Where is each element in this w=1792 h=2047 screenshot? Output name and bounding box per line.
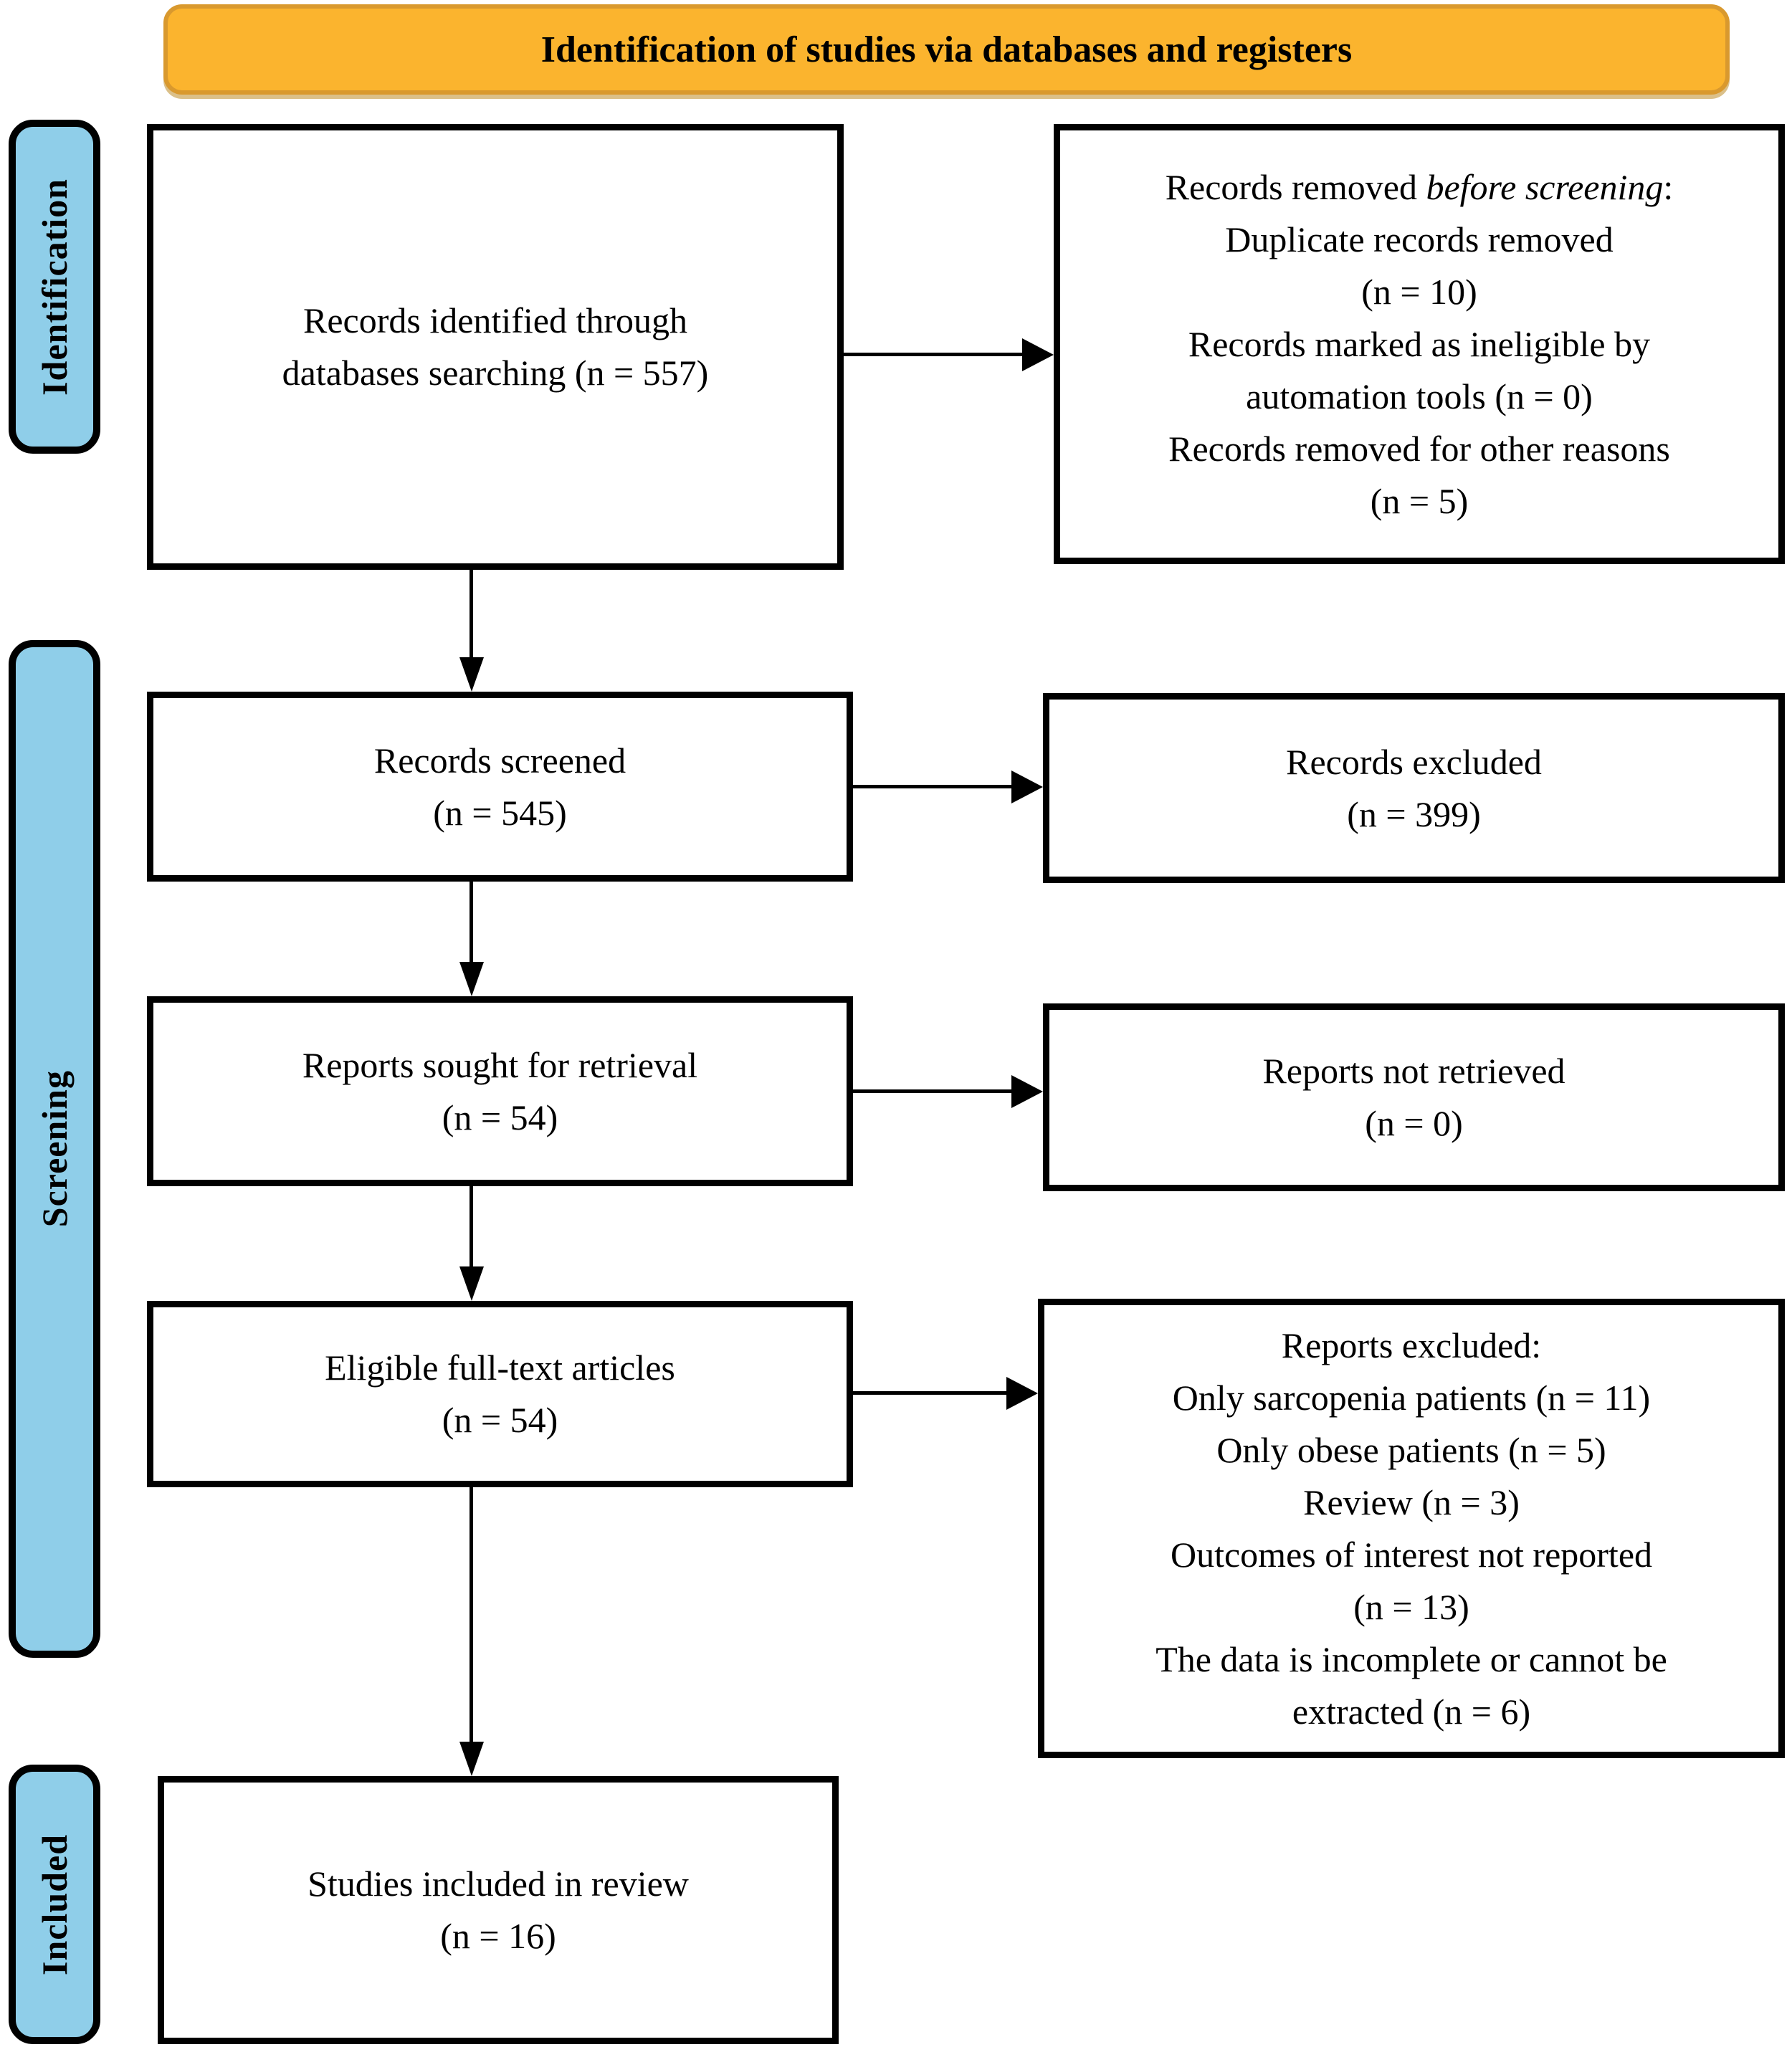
box-records-excluded: Records excluded (n = 399): [1043, 693, 1785, 883]
arrow-down-sought-to-eligible: [470, 1186, 473, 1268]
phase-label-included: Included: [9, 1765, 100, 2044]
phase-label-identification-text: Identification: [34, 178, 75, 396]
arrow-down-screened-to-sought: [470, 882, 473, 963]
box-line-italic-text: before screening: [1426, 166, 1664, 207]
box-reports-sought: Reports sought for retrieval (n = 54): [147, 996, 853, 1186]
box-line: Outcomes of interest not reported: [1170, 1534, 1653, 1575]
box-line: Only obese patients (n = 5): [1216, 1429, 1606, 1470]
banner-title: Identification of studies via databases …: [163, 4, 1730, 95]
box-line-text: :: [1663, 166, 1674, 207]
box-records-screened: Records screened (n = 545): [147, 692, 853, 882]
box-line: (n = 5): [1370, 480, 1469, 521]
box-line: Only sarcopenia patients (n = 11): [1172, 1377, 1651, 1418]
box-line: Records marked as ineligible by: [1188, 323, 1651, 364]
box-line: Records removed for other reasons: [1168, 428, 1670, 469]
phase-label-included-text: Included: [34, 1833, 75, 1975]
box-reports-not-retrieved: Reports not retrieved (n = 0): [1043, 1003, 1785, 1191]
box-studies-included: Studies included in review (n = 16): [158, 1776, 839, 2044]
box-line: Reports excluded:: [1281, 1325, 1542, 1365]
box-line: (n = 54): [442, 1400, 558, 1440]
arrow-down-identified-to-screened: [470, 570, 473, 659]
box-line: databases searching (n = 557): [282, 353, 709, 393]
box-line: Records screened: [373, 740, 626, 781]
arrow-right-screened-to-excluded: [853, 785, 1013, 788]
box-line: extracted (n = 6): [1292, 1691, 1531, 1732]
box-records-identified: Records identified through databases sea…: [147, 124, 844, 570]
box-line: Studies included in review: [308, 1864, 689, 1904]
phase-label-screening: Screening: [9, 640, 100, 1658]
phase-label-identification: Identification: [9, 120, 100, 454]
box-line: (n = 0): [1365, 1103, 1463, 1143]
box-line: (n = 399): [1347, 793, 1481, 834]
box-line: (n = 545): [433, 792, 567, 833]
box-records-removed: Records removed before screening: Duplic…: [1054, 124, 1785, 564]
box-eligible-articles: Eligible full-text articles (n = 54): [147, 1301, 853, 1487]
box-line: automation tools (n = 0): [1246, 376, 1593, 416]
box-reports-excluded: Reports excluded: Only sarcopenia patien…: [1038, 1299, 1785, 1758]
box-line: Reports sought for retrieval: [302, 1044, 698, 1085]
box-line: (n = 10): [1361, 271, 1477, 312]
box-line-text: Records removed: [1165, 166, 1426, 207]
box-line: (n = 13): [1353, 1586, 1469, 1627]
arrow-right-eligible-to-excluded: [853, 1391, 1008, 1395]
box-line: The data is incomplete or cannot be: [1155, 1638, 1667, 1679]
box-line: Duplicate records removed: [1225, 219, 1614, 259]
arrow-right-identified-to-removed: [844, 353, 1024, 356]
box-line: Records excluded: [1286, 741, 1542, 782]
box-line: Review (n = 3): [1303, 1481, 1520, 1522]
box-line: Eligible full-text articles: [325, 1347, 675, 1388]
box-line: Records identified through: [303, 300, 687, 340]
banner-title-text: Identification of studies via databases …: [540, 29, 1353, 70]
box-line: (n = 54): [442, 1097, 558, 1137]
arrow-down-eligible-to-included: [470, 1487, 473, 1743]
box-line: (n = 16): [440, 1916, 556, 1956]
arrow-right-sought-to-not-retrieved: [853, 1089, 1013, 1093]
box-line: Records removed before screening:: [1060, 161, 1778, 214]
box-line: Reports not retrieved: [1262, 1051, 1565, 1091]
phase-label-screening-text: Screening: [34, 1070, 75, 1228]
